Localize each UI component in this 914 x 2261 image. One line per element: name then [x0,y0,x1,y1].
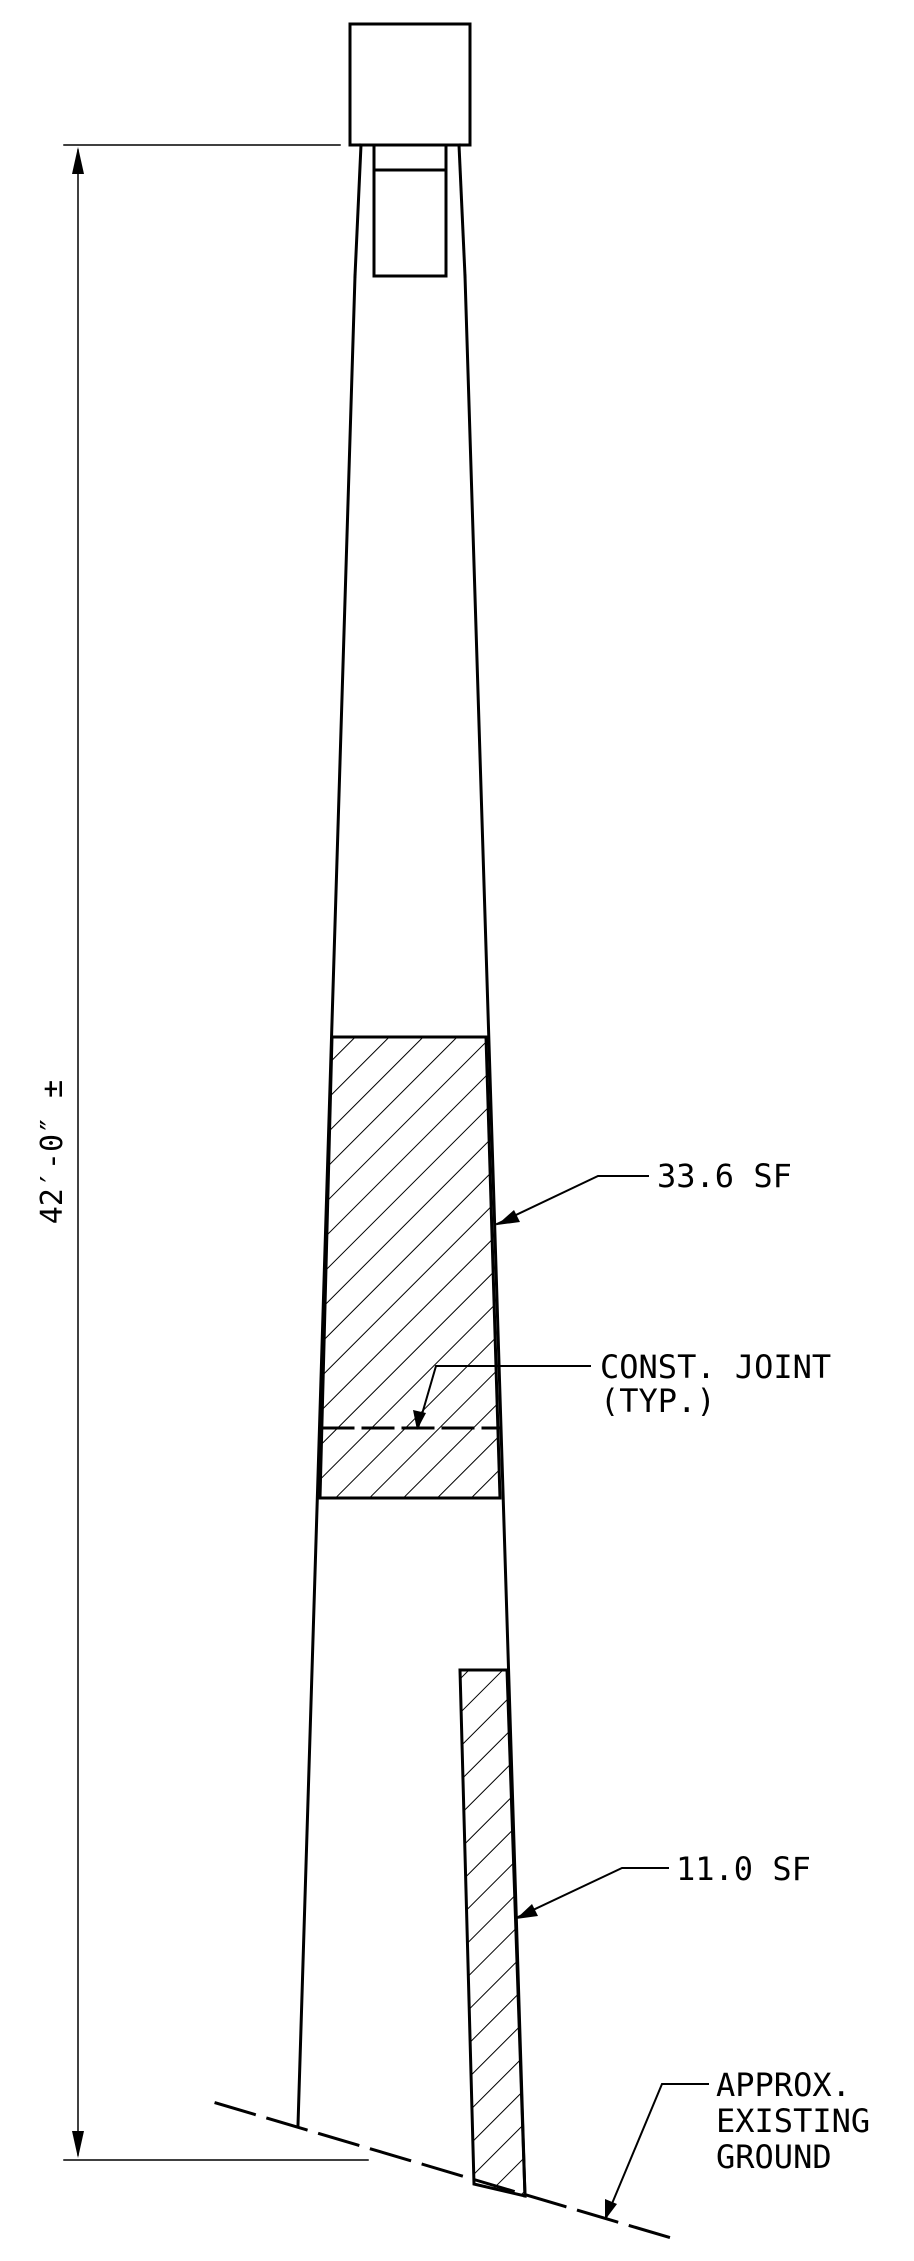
dimension-arrow-top [72,147,84,174]
hatched-area-lower [458,1668,527,2198]
leader-construction-joint [413,1365,591,1430]
callout-joint-line1: CONST. JOINT [600,1348,831,1386]
dimension-arrow-bottom [72,2131,84,2158]
hatched-area-upper [318,1035,502,1500]
leader-area-upper [495,1175,649,1226]
height-dimension-label: 42′-0″ ± [35,1080,70,1225]
callout-joint-line2: (TYP.) [600,1382,716,1420]
height-dimension [63,144,369,2161]
callout-ground-line1: APPROX. [716,2066,851,2104]
callout-area-lower: 11.0 SF [676,1850,811,1888]
callout-ground-line2: EXISTING [716,2102,870,2140]
leader-area-lower [514,1867,669,1920]
callout-ground-line3: GROUND [716,2138,832,2176]
existing-ground-line [214,2101,680,2242]
pier-cap [348,22,472,147]
column-neck [353,143,467,278]
leader-existing-ground [604,2083,709,2220]
callout-area-upper: 33.6 SF [657,1157,792,1195]
